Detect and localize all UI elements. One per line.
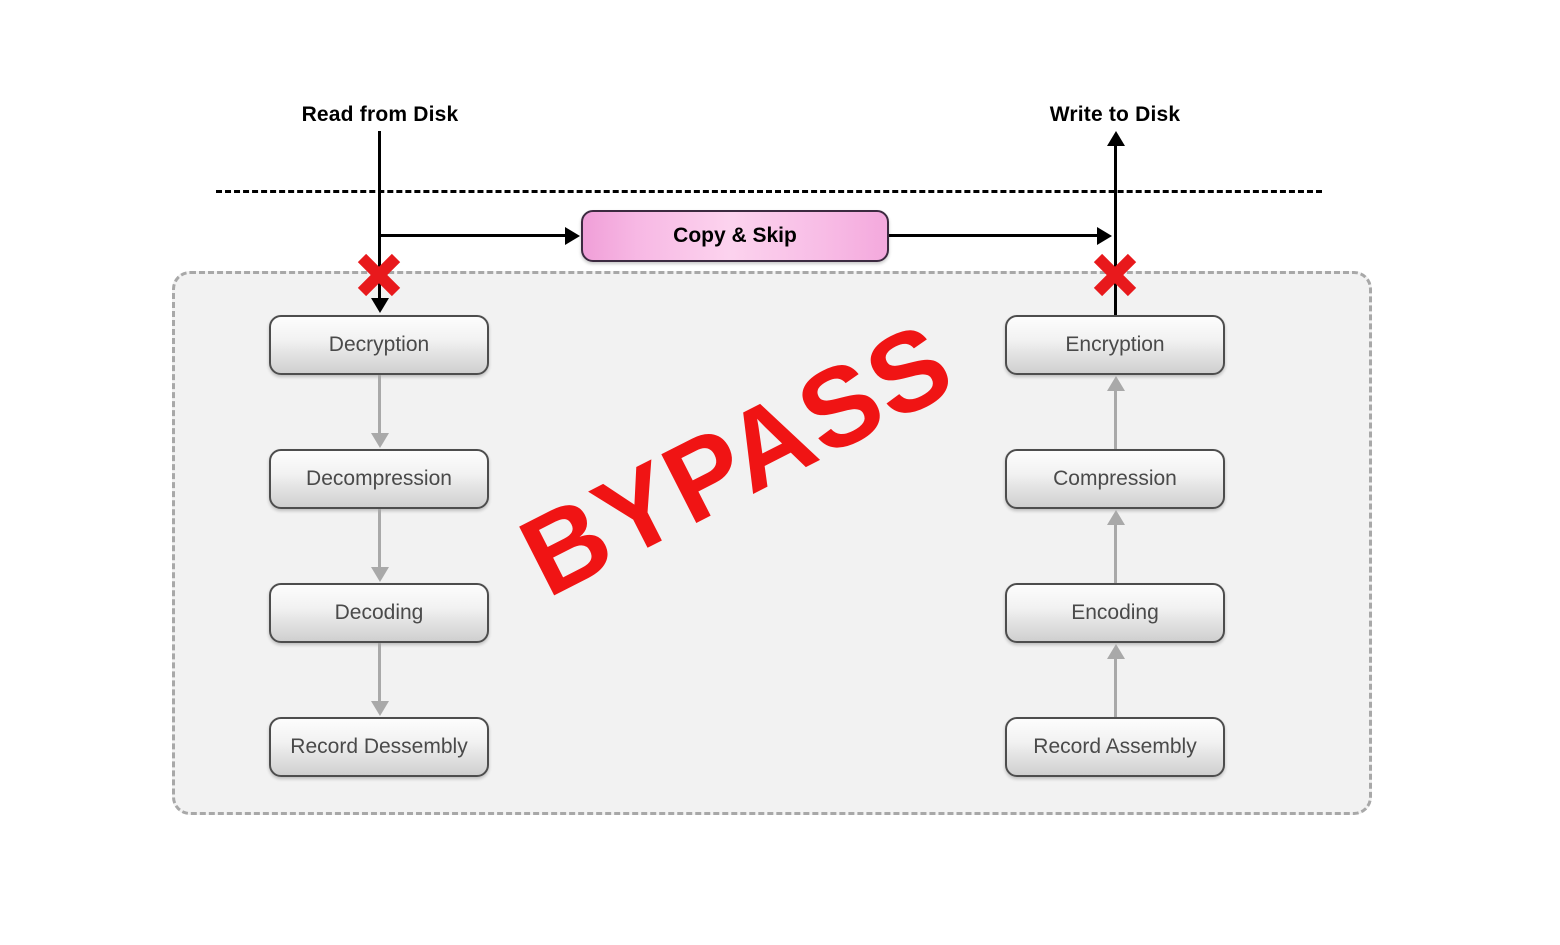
- copy-and-skip-box[interactable]: Copy & Skip: [581, 210, 889, 262]
- stage-box-record-dessembly[interactable]: Record Dessembly: [269, 717, 489, 777]
- connector-arrowhead-encryption: [1107, 376, 1125, 391]
- connector-arrowhead-compression: [1107, 510, 1125, 525]
- blocked-write-path-x-icon: [1092, 252, 1138, 298]
- connector-encoding-to-compression: [1114, 524, 1117, 583]
- copy-skip-outbound-line: [889, 234, 1097, 237]
- connector-decryption-to-decompression: [378, 375, 381, 434]
- stage-box-compression[interactable]: Compression: [1005, 449, 1225, 509]
- stage-box-encryption[interactable]: Encryption: [1005, 315, 1225, 375]
- connector-arrowhead-encoding: [1107, 644, 1125, 659]
- read-trunk-arrowhead: [371, 298, 389, 313]
- stage-box-record-assembly[interactable]: Record Assembly: [1005, 717, 1225, 777]
- stage-box-decryption[interactable]: Decryption: [269, 315, 489, 375]
- connector-arrowhead-decompression: [371, 433, 389, 448]
- connector-arrowhead-record-dessembly: [371, 701, 389, 716]
- connector-decoding-to-record-dessembly: [378, 643, 381, 702]
- write-trunk-arrowhead: [1107, 131, 1125, 146]
- connector-record-assembly-to-encoding: [1114, 658, 1117, 717]
- blocked-read-path-x-icon: [356, 252, 402, 298]
- stage-box-encoding[interactable]: Encoding: [1005, 583, 1225, 643]
- copy-skip-outbound-arrowhead: [1097, 227, 1112, 245]
- write-trunk-line: [1114, 145, 1117, 315]
- stage-box-decompression[interactable]: Decompression: [269, 449, 489, 509]
- read-from-disk-label: Read from Disk: [301, 103, 459, 126]
- stage-box-decoding[interactable]: Decoding: [269, 583, 489, 643]
- boundary-dashed-line: [216, 190, 1322, 193]
- connector-compression-to-encryption: [1114, 390, 1117, 449]
- copy-skip-inbound-arrowhead: [565, 227, 580, 245]
- copy-skip-inbound-line: [379, 234, 565, 237]
- read-trunk-line: [378, 131, 381, 299]
- connector-arrowhead-decoding: [371, 567, 389, 582]
- write-to-disk-label: Write to Disk: [1049, 103, 1181, 126]
- connector-decompression-to-decoding: [378, 509, 381, 568]
